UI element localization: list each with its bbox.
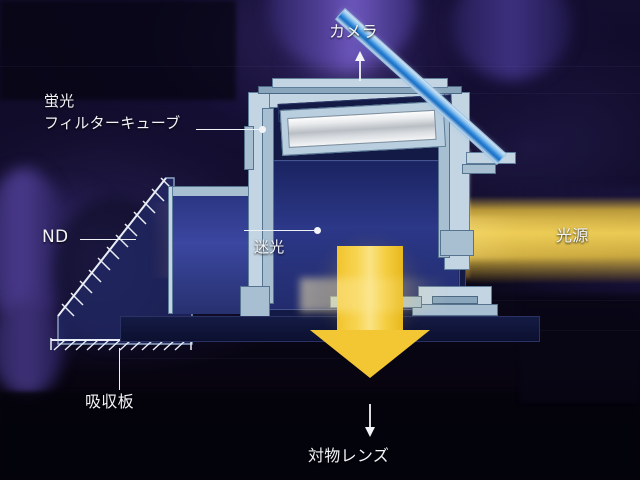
cube-flange-left (244, 126, 254, 170)
label-nd-leader (80, 239, 136, 240)
label-objective-lens: 対物レンズ (308, 446, 390, 465)
label-light-source: 光源 (556, 226, 589, 245)
illumination-arrow-head (310, 330, 430, 378)
label-filter-cube-line2: フィルターキューブ (44, 114, 181, 132)
cube-arm-right-lower (462, 164, 496, 174)
cube-foot-left (240, 286, 270, 320)
label-stray-light: 迷光 (254, 238, 285, 256)
scanline-b (300, 93, 640, 94)
background-block-lower (0, 392, 640, 480)
label-filter-cube-leader-dot (259, 126, 266, 133)
label-stray-light-leader (244, 230, 316, 231)
cube-foot-right (440, 230, 474, 256)
label-camera: カメラ (329, 22, 378, 41)
background-block-upper-left (0, 0, 236, 100)
scanline-a (0, 66, 640, 67)
label-stray-light-leader-dot (314, 227, 321, 234)
label-absorber-plate: 吸収板 (85, 392, 134, 411)
label-filter-cube-leader (196, 129, 262, 130)
label-absorber-leader (119, 348, 120, 390)
scanline-e (120, 358, 340, 359)
background-cylinder-left-lower (0, 300, 64, 396)
background-block-right (520, 292, 640, 402)
scanline-c (380, 300, 640, 301)
duct-left-edge (168, 186, 173, 314)
label-nd: ND (42, 227, 69, 247)
label-filter-cube-line1: 蛍光 (44, 92, 75, 110)
objective-arrow-icon (365, 404, 375, 437)
camera-arrow-icon (355, 51, 365, 81)
illumination-arrow (310, 246, 430, 378)
cube-shell-left-inner (262, 108, 274, 304)
illumination-arrow-crossglow (300, 278, 450, 312)
